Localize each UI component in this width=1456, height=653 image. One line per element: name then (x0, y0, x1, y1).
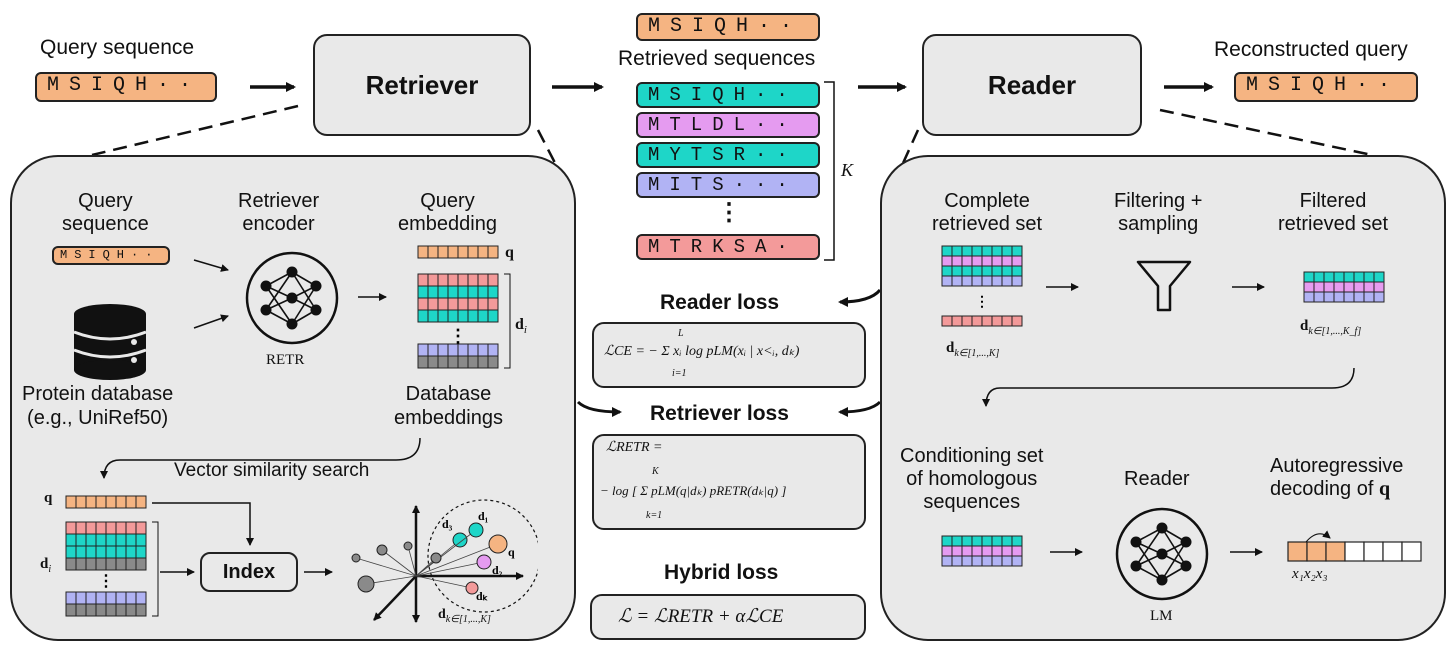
svg-text:⋮: ⋮ (98, 573, 114, 590)
svg-text:⋮: ⋮ (449, 326, 467, 346)
retriever-encoder-label: Retriever encoder (238, 190, 320, 235)
query-embedding-label: Query embedding (398, 190, 497, 235)
vector-point-label: d₃ (442, 517, 453, 531)
arrow-index-to-space (304, 568, 333, 576)
autoregressive-label: Autoregressive decoding of q (1270, 455, 1404, 500)
reader-loss-sum-bottom: i=1 (672, 368, 687, 379)
arrow-to-conditioning (982, 367, 1355, 407)
arrow-to-retriever-loss-left (576, 400, 622, 417)
reconstructed-query-label: Reconstructed query (1214, 38, 1408, 61)
query-sequence-label-small: Query sequence (62, 190, 149, 235)
vector-similarity-search-label: Vector similarity search (174, 460, 370, 481)
arrow-complete-to-filter (1046, 283, 1079, 291)
query-sequence-chip: MSIQH·· (35, 72, 217, 102)
retrieved-sequence-chip: MSIQH·· (636, 82, 820, 108)
vector-point-label: d₁ (478, 509, 489, 523)
retriever-loss-sum-top: K (652, 466, 659, 477)
arrows-into-encoder (193, 259, 229, 329)
arrow-reader-to-decoding (1230, 548, 1263, 556)
retrieved-sequence-chip: MTRKSA· (636, 234, 820, 260)
retrieved-query-chip: MSIQH·· (636, 13, 820, 41)
autoregressive-decoding-cells (1287, 530, 1422, 562)
filtered-retrieved-set-label: Filtered retrieved set (1278, 190, 1389, 235)
reader-loss-formula: ℒCE = − Σ xᵢ log pLM(xᵢ | x<ᵢ, dₖ) (604, 344, 800, 359)
hybrid-loss-formula: ℒ = ℒRETR + αℒCE (618, 606, 784, 627)
retrieved-ellipsis: ⋮ (717, 199, 741, 226)
retrieved-sequence-chip: MITS··· (636, 172, 820, 198)
complete-retrieved-set-label: Complete retrieved set (932, 190, 1043, 235)
di-symbol: di (515, 316, 527, 337)
reader-title: Reader (987, 69, 1077, 100)
protein-database-label: Protein database (e.g., UniRef50) (22, 383, 174, 429)
neural-network-icon (245, 251, 339, 345)
reader-loss-sum-top: L (678, 328, 684, 339)
k-label: K (841, 160, 854, 180)
search-q-symbol: q (44, 490, 53, 506)
reader-block: Reader (922, 34, 1142, 136)
vector-point-label: q (508, 545, 515, 559)
database-embeddings-label: Database embeddings (394, 383, 503, 429)
retriever-title: Retriever (365, 69, 479, 100)
complete-set-sub: dk∈[1,...,K] (946, 340, 1000, 359)
reader-loss-title: Reader loss (660, 291, 780, 314)
embedding-grid: ⋮ (417, 245, 511, 369)
arrows-into-index (152, 502, 254, 576)
x-labels: x₁x₂x₃ (1292, 566, 1328, 582)
zoom-line (1159, 108, 1373, 157)
query-sequence-label: Query sequence (40, 36, 195, 59)
retrieved-sequences-label: Retrieved sequences (618, 47, 816, 70)
hybrid-loss-box (590, 594, 866, 640)
zoom-line (91, 104, 299, 157)
q-symbol: q (505, 244, 514, 261)
arrow-to-vector-search (100, 437, 421, 479)
svg-text:⋮: ⋮ (975, 293, 989, 309)
retr-label: RETR (266, 352, 305, 368)
filtered-set-grid (1303, 271, 1385, 303)
reader-loss-box (592, 322, 866, 388)
retriever-loss-box (592, 434, 866, 530)
search-di-symbol: di (40, 556, 52, 575)
retriever-loss-line1: ℒRETR = (606, 440, 663, 455)
k-bracket (824, 81, 835, 261)
vector-point-label: dₖ (476, 589, 489, 603)
reader-label: Reader (1124, 468, 1190, 490)
retrieved-sequence-chip: MTLDL·· (636, 112, 820, 138)
retriever-loss-line2: − log [ Σ pLM(q|dₖ) pRETR(dₖ|q) ] (600, 483, 787, 498)
retriever-loss-title: Retriever loss (650, 402, 789, 425)
arrow-to-reader-loss (838, 288, 882, 307)
filtered-set-sub: dk∈[1,...,K_f] (1300, 318, 1362, 337)
index-label: Index (222, 560, 276, 583)
conditioning-set-grid (941, 535, 1023, 567)
lm-label: LM (1150, 608, 1173, 624)
database-icon (73, 304, 147, 380)
retrieved-sequence-chip: MYTSR·· (636, 142, 820, 168)
vector-point-label: d₂ (492, 563, 503, 577)
arrow-to-retriever-loss-right (838, 400, 882, 417)
filtering-sampling-label: Filtering + sampling (1114, 190, 1203, 235)
retriever-loss-sum-bottom: k=1 (646, 510, 663, 521)
query-sequence-chip-small: MSIQH·· (52, 246, 170, 265)
reconstructed-query-chip: MSIQH·· (1234, 72, 1418, 102)
hybrid-loss-title: Hybrid loss (664, 561, 779, 584)
search-embedding-grid: ⋮ (65, 495, 159, 617)
arrow-filter-to-filtered (1232, 283, 1265, 291)
complete-set-grid: ⋮ (941, 245, 1023, 327)
lm-neural-network-icon (1115, 507, 1209, 601)
index-box: Index (200, 552, 298, 592)
conditioning-set-label: Conditioning set of homologous sequences (900, 445, 1044, 513)
dk-range-label: dk∈[1,...,K] (438, 607, 491, 625)
arrow-conditioning-to-reader (1050, 548, 1083, 556)
filter-funnel-icon (1136, 260, 1192, 312)
retriever-block: Retriever (313, 34, 531, 136)
zoom-line (536, 129, 572, 193)
arrow-encoder-to-embeddings (358, 293, 387, 301)
